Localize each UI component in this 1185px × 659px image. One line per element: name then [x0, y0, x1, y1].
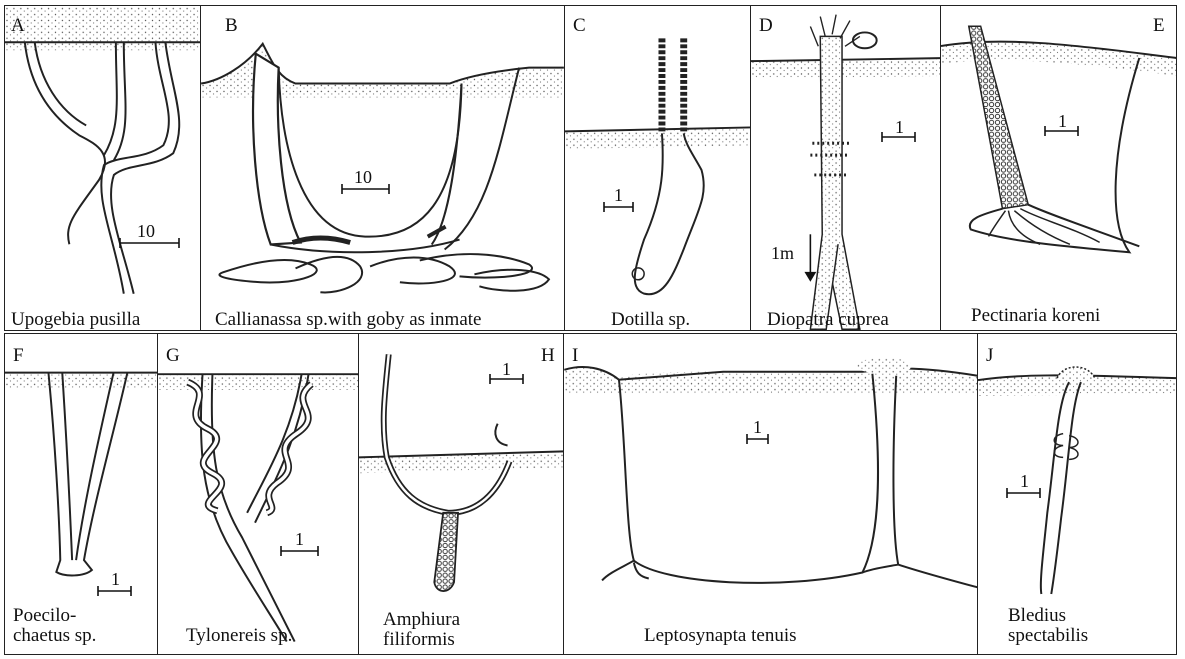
scale-bar-b	[341, 182, 391, 196]
scale-bar-c	[603, 200, 635, 214]
caption-a: Upogebia pusilla	[11, 310, 140, 330]
scale-bar-e	[1044, 124, 1080, 138]
panel-c: C 1 Dotilla sp.	[564, 5, 751, 331]
caption-c: Dotilla sp.	[611, 310, 690, 330]
panel-e: E 1 Pectinaria koreni	[940, 5, 1177, 331]
burrow-drawing-d	[751, 6, 940, 330]
burrow-drawing-a	[5, 6, 201, 330]
caption-d: Diopatra cuprea	[767, 310, 889, 330]
panel-letter-f: F	[13, 346, 24, 365]
caption-j: Bledius spectabilis	[1008, 606, 1088, 646]
panel-letter-j: J	[986, 346, 993, 365]
burrow-drawing-e	[941, 6, 1176, 330]
burrow-drawing-b	[201, 6, 564, 330]
scale-bar-d	[881, 130, 917, 144]
panel-g: G 1 Tylonereis sp.	[157, 333, 360, 655]
panel-letter-h: H	[541, 346, 555, 365]
panel-letter-i: I	[572, 346, 578, 365]
caption-h-line-1: Amphiura	[383, 610, 460, 630]
caption-h-line-2: filiformis	[383, 630, 460, 650]
panel-d: D 1 1m Diopatra cuprea	[750, 5, 941, 331]
caption-f-line-2: chaetus sp.	[13, 626, 96, 646]
panel-i: I 1 Leptosynapta tenuis	[563, 333, 979, 655]
caption-e: Pectinaria koreni	[971, 306, 1100, 326]
caption-b: Callianassa sp.with goby as inmate	[215, 310, 481, 330]
panel-letter-a: A	[11, 16, 25, 35]
panel-letter-c: C	[573, 16, 586, 35]
burrow-drawing-h	[359, 334, 564, 654]
burrow-drawing-i	[564, 334, 978, 654]
scale-bar-a	[119, 236, 181, 250]
caption-g: Tylonereis sp.	[186, 626, 292, 646]
burrow-drawing-c	[565, 6, 750, 330]
panel-h: H 1 Amphiura filiformis	[358, 333, 565, 655]
panel-letter-d: D	[759, 16, 773, 35]
caption-f: Poecilo- chaetus sp.	[13, 606, 96, 646]
scale-bar-h	[489, 372, 525, 386]
panel-f: F 1 Poecilo- chaetus sp.	[4, 333, 159, 655]
burrow-drawing-g	[158, 334, 359, 654]
caption-h: Amphiura filiformis	[383, 610, 460, 650]
scale-bar-f	[97, 584, 133, 598]
scale-bar-g	[280, 544, 320, 558]
scale-bar-i	[746, 432, 770, 446]
panel-letter-g: G	[166, 346, 180, 365]
caption-f-line-1: Poecilo-	[13, 606, 96, 626]
panel-letter-b: B	[225, 16, 238, 35]
panel-b: B 10 Callianassa sp.with goby as inmate	[200, 5, 565, 331]
depth-label-d: 1m	[771, 244, 794, 262]
caption-j-line-2: spectabilis	[1008, 626, 1088, 646]
panel-letter-e: E	[1153, 16, 1165, 35]
caption-i: Leptosynapta tenuis	[644, 626, 797, 646]
scale-bar-j	[1006, 486, 1042, 500]
panel-j: J 1 Bledius spectabilis	[977, 333, 1177, 655]
caption-j-line-1: Bledius	[1008, 606, 1088, 626]
panel-a: A 10 Upogebia pusilla	[4, 5, 202, 331]
